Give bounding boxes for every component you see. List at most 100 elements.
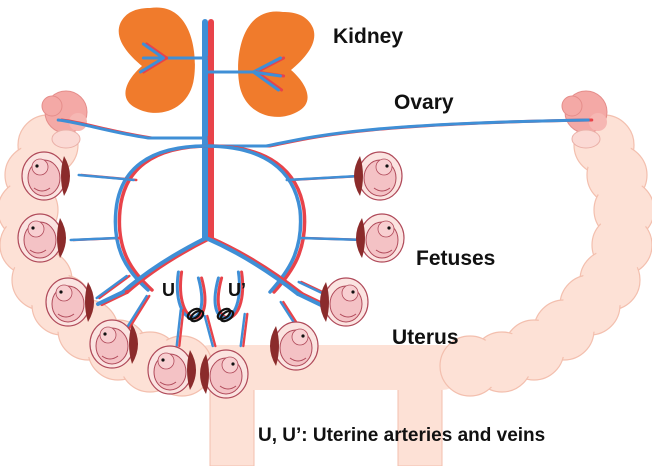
fetus-head	[221, 356, 239, 374]
fetus-limb	[159, 381, 177, 386]
fetus-limb	[289, 357, 307, 362]
placenta	[85, 282, 94, 322]
fetus-head	[157, 352, 175, 370]
fetus-limb	[29, 249, 47, 254]
artery	[208, 144, 307, 294]
vein	[203, 314, 214, 348]
vein	[56, 118, 208, 140]
fetus-icon	[356, 213, 405, 263]
fetus-icon	[200, 349, 249, 399]
vein	[251, 70, 280, 92]
fetus-icon	[21, 151, 70, 201]
fetus-head	[55, 284, 73, 302]
iliac-right	[204, 236, 304, 296]
kidney-icon	[118, 7, 195, 113]
placenta	[200, 354, 209, 394]
label-u-left: U	[162, 280, 175, 300]
artery	[98, 274, 131, 300]
ovary-icon-lobe	[589, 113, 607, 131]
iliac-left-ext	[96, 290, 129, 306]
artery	[206, 314, 217, 348]
fetus-icon	[147, 345, 196, 395]
fetus-icon	[320, 277, 369, 327]
ovary-icon-lobe	[41, 95, 63, 117]
artery	[128, 294, 151, 330]
placenta	[356, 218, 365, 258]
branch-fetus	[77, 173, 138, 182]
fetus-icon	[45, 277, 94, 327]
oviduct-icon	[571, 129, 601, 149]
placenta	[354, 156, 363, 196]
artery	[208, 118, 594, 148]
fetus-limb	[373, 187, 391, 192]
fetus-limb	[33, 187, 51, 192]
label-ovary: Ovary	[394, 91, 454, 114]
branch-fetus	[69, 236, 121, 242]
vein	[299, 236, 366, 242]
vein	[204, 144, 303, 294]
vein	[175, 308, 182, 348]
aorta-vena-cava	[202, 19, 214, 241]
vein	[285, 174, 360, 182]
label-u-right: U’	[228, 280, 246, 300]
ovaries	[41, 90, 608, 149]
fetus-head	[291, 328, 309, 346]
vein	[251, 70, 282, 78]
vein	[95, 274, 128, 300]
label-uterus: Uterus	[392, 326, 459, 349]
vein	[138, 56, 165, 74]
vein	[113, 144, 208, 292]
branch-fetus	[125, 294, 151, 330]
ovarian-vessel-left	[56, 118, 212, 140]
fetus-eye	[385, 164, 389, 168]
vein	[96, 290, 125, 306]
artery	[178, 308, 185, 348]
artery	[255, 70, 284, 92]
vein	[125, 294, 148, 330]
fetus-limb	[339, 313, 357, 318]
fetus-head	[27, 220, 45, 238]
placenta	[61, 156, 70, 196]
fetus-head	[375, 158, 393, 176]
placenta	[57, 218, 66, 258]
branch-fetus	[175, 308, 185, 348]
kidneys	[118, 7, 315, 117]
branch-fetus	[285, 174, 363, 182]
kidney-icon	[238, 11, 315, 117]
placenta	[320, 282, 329, 322]
legend-text: U, U’: Uterine arteries and veins	[258, 425, 546, 446]
fetus-head	[377, 220, 395, 238]
fetus-limb	[375, 249, 393, 254]
fetus-icon	[17, 213, 66, 263]
branch-fetus	[95, 274, 131, 300]
vein	[121, 236, 208, 294]
oviduct-icon	[51, 129, 81, 149]
fetus-icon	[89, 319, 138, 369]
fetus-eye	[351, 290, 355, 294]
label-kidney: Kidney	[333, 25, 404, 48]
renal-branch-right	[251, 70, 284, 92]
fetus-eye	[59, 290, 63, 294]
ovarian-vessel-right	[204, 118, 594, 148]
artery	[242, 312, 249, 348]
ligature-icon	[219, 309, 235, 323]
fetuses	[17, 151, 405, 399]
placenta	[187, 350, 196, 390]
fetus-limb	[57, 313, 75, 318]
fetus-head	[31, 158, 49, 176]
fetus-eye	[387, 226, 391, 230]
fetus-icon	[354, 151, 403, 201]
fetus-limb	[101, 355, 119, 360]
vein	[77, 173, 135, 182]
fetus-head	[99, 326, 117, 344]
ovary-icon-lobe	[561, 95, 583, 117]
uterine-arcade-left	[113, 144, 212, 292]
uterine-horn-fill	[443, 339, 497, 393]
branch-fetus	[239, 312, 249, 348]
fetus-eye	[231, 362, 235, 366]
vein	[204, 236, 300, 296]
vein	[239, 312, 246, 348]
branch-fetus	[203, 314, 217, 348]
